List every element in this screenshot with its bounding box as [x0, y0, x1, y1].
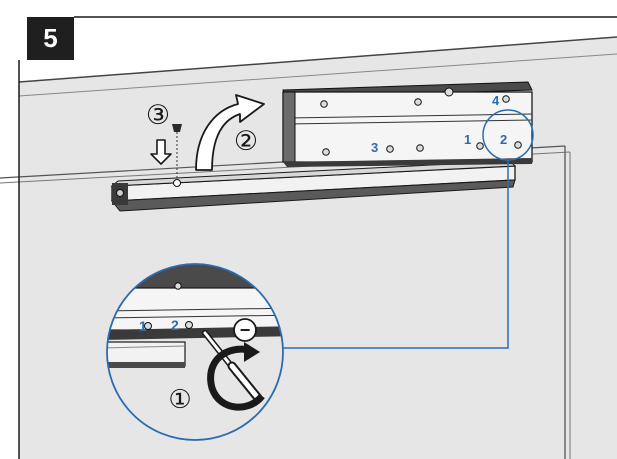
- screw-label-1: 1: [464, 132, 471, 147]
- callout-step-3: ③: [146, 100, 170, 131]
- screw-label-3: 3: [371, 140, 378, 155]
- closer-groove-1: [286, 113, 533, 119]
- closer-groove-2: [286, 119, 533, 125]
- down-arrow-icon: [150, 139, 172, 165]
- screw-label-4: 4: [492, 93, 500, 108]
- ceiling-line: [18, 36, 617, 83]
- magnifier-ring: [106, 263, 284, 441]
- closer-bottom-edge: [283, 158, 532, 167]
- screw-icon: [172, 124, 182, 132]
- callout-step-2: ②: [234, 126, 258, 157]
- detail-screw-label-2: 2: [171, 317, 179, 333]
- ceiling-line-2: [18, 53, 617, 97]
- callout-step-1: ①: [168, 385, 191, 415]
- closer-screws: [320, 87, 522, 156]
- callout-leader: [275, 160, 509, 349]
- step-number-badge: 5: [27, 17, 74, 60]
- rail-end-screw: [116, 189, 124, 197]
- minus-symbol: −: [240, 320, 251, 340]
- closer-end-face: [282, 91, 296, 163]
- magnified-detail: [107, 264, 283, 440]
- lift-arrow-icon: [195, 94, 265, 171]
- rail-screw-hole: [173, 179, 181, 187]
- screw-label-2: 2: [500, 132, 507, 147]
- detail-screw-label-1: 1: [139, 318, 147, 334]
- slide-rail-bottom: [111, 179, 516, 212]
